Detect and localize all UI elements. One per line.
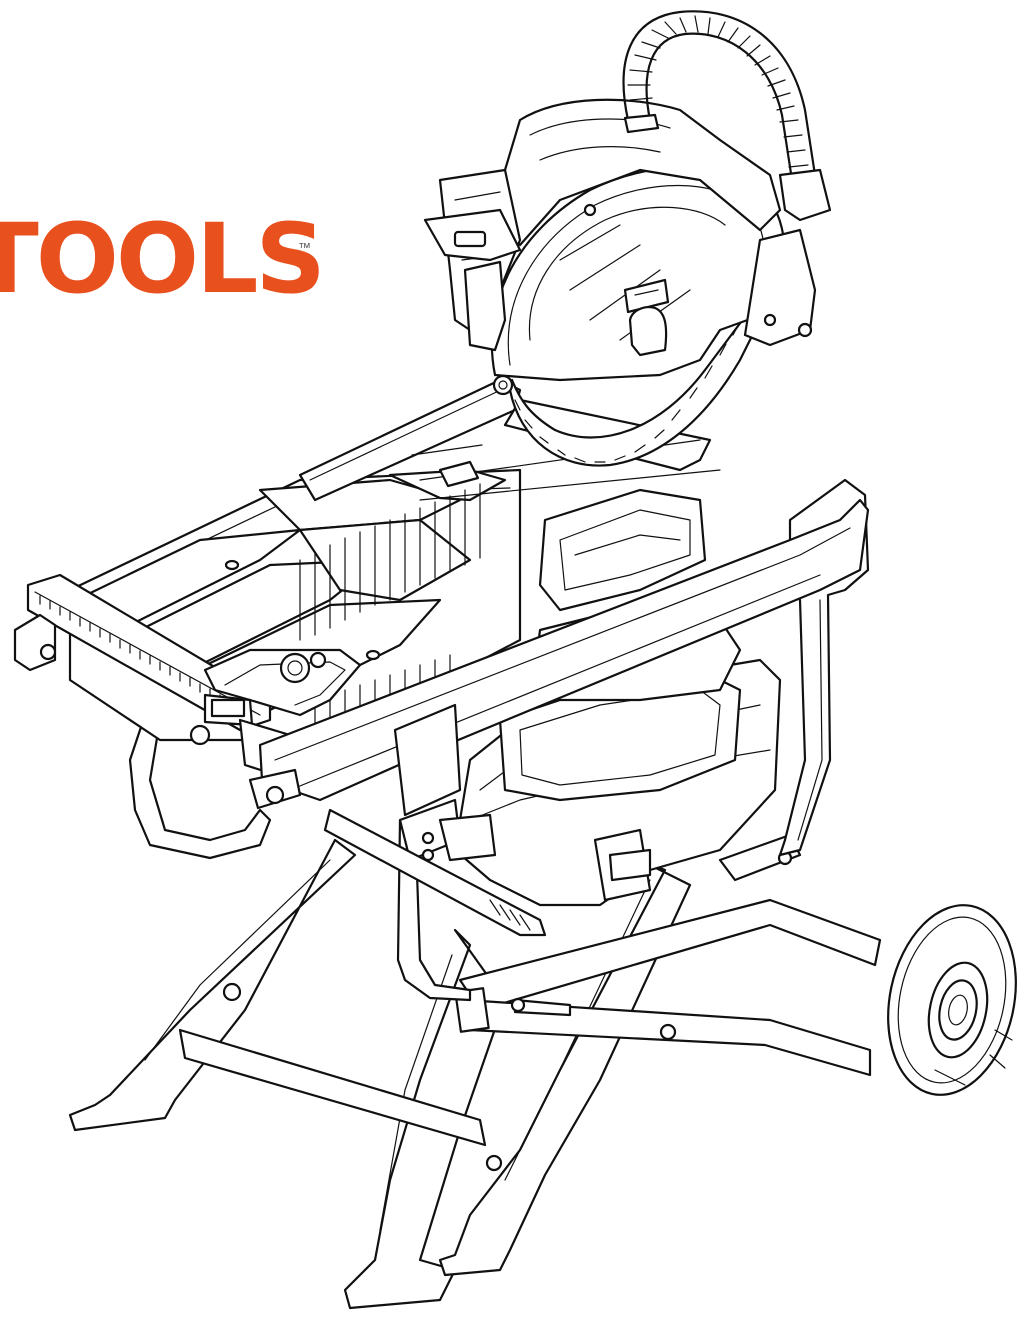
guard-bracket <box>743 228 817 347</box>
front-rail-ruler <box>13 573 272 732</box>
wheel <box>887 904 1017 1096</box>
saw-motor <box>423 98 782 352</box>
sliding-table <box>68 468 522 742</box>
rear-rail <box>323 808 547 937</box>
front-leg-frame <box>438 833 882 1277</box>
brand-logo-text: TOOLS <box>0 203 326 315</box>
dust-hose <box>622 10 832 222</box>
front-beam <box>248 498 870 862</box>
rear-leg-frame <box>68 838 507 1310</box>
miter-gauge <box>189 648 362 782</box>
saw-blade <box>508 308 762 467</box>
water-tray <box>453 658 782 907</box>
saw-arm <box>298 378 721 502</box>
trademark-symbol: ™ <box>298 240 311 255</box>
